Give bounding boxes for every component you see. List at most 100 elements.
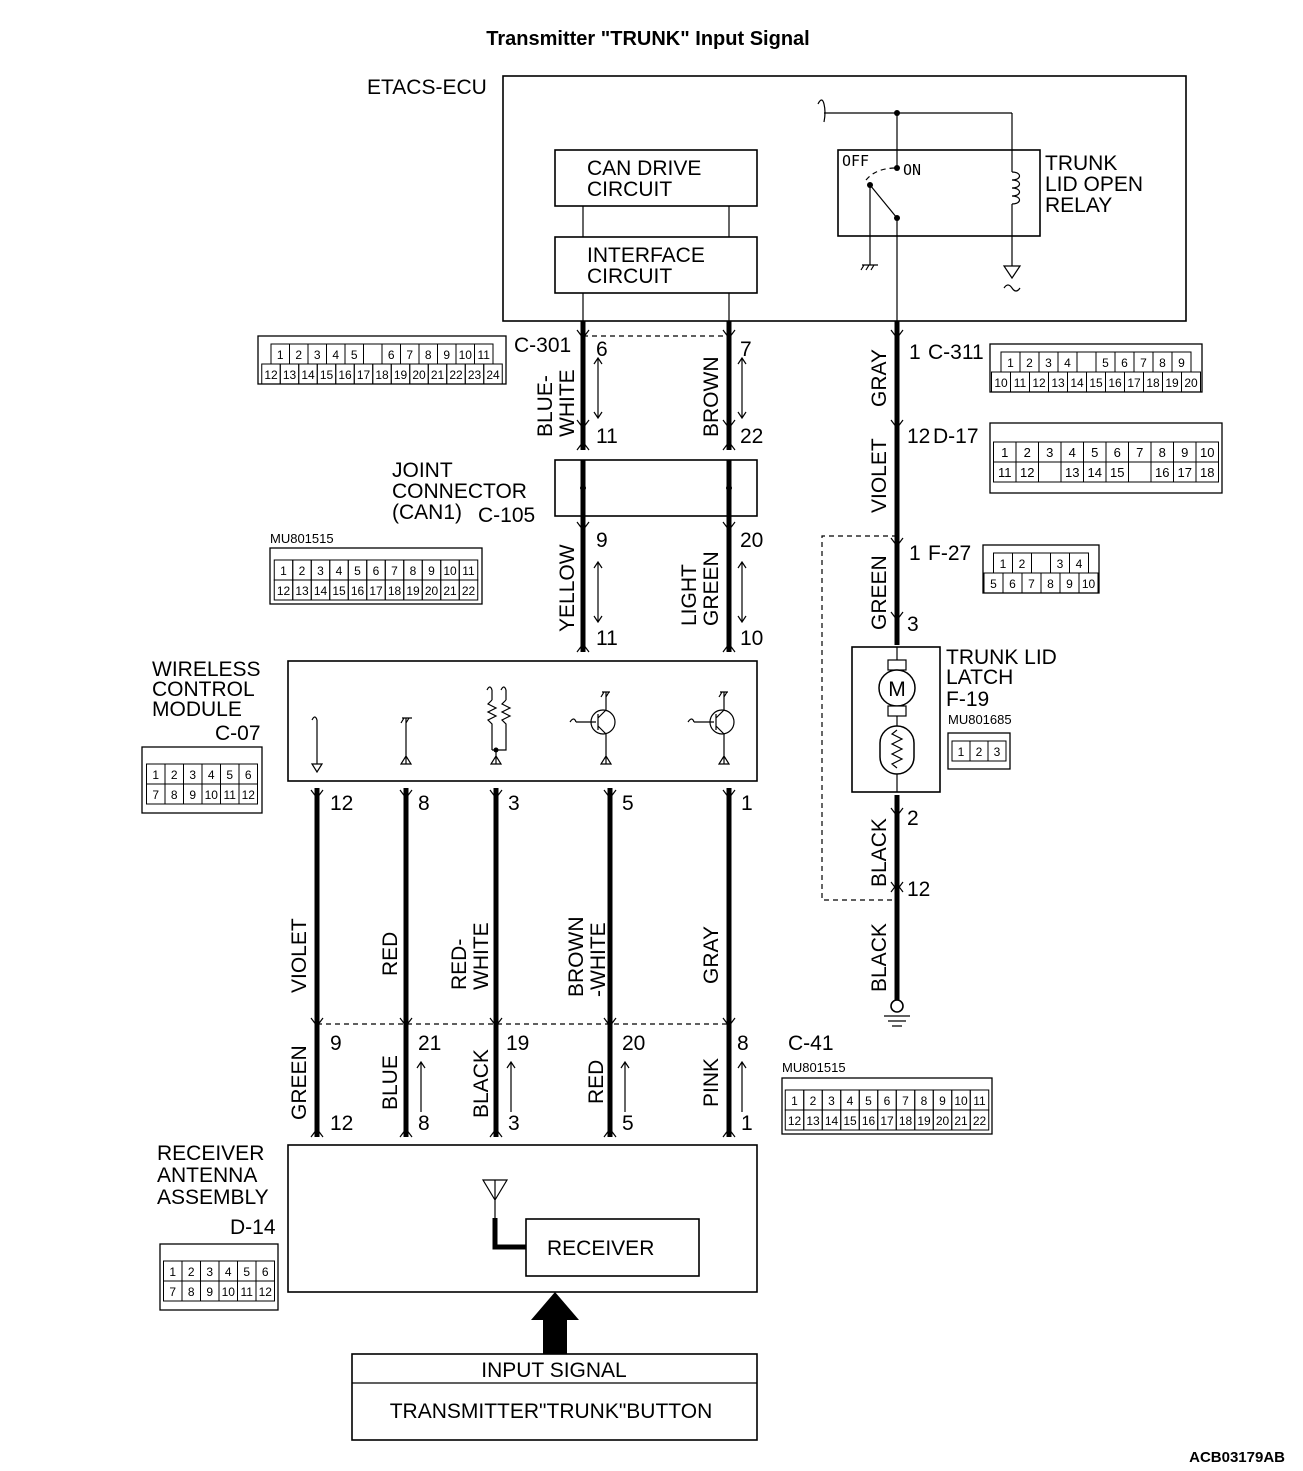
f27-pin-number: 7	[1028, 577, 1035, 591]
wcm-box	[287, 660, 758, 782]
d17-pin-number: 3	[1046, 445, 1053, 460]
wire-black-3: BLACK	[470, 1049, 493, 1118]
c41-pin-number: 13	[806, 1114, 820, 1128]
d17-pin-number: 4	[1069, 445, 1076, 460]
pin-7: 7	[740, 338, 752, 361]
d17-pin-number: 6	[1114, 445, 1121, 460]
wcm-label-3: MODULE	[152, 698, 242, 721]
c105-pin-number: 9	[428, 564, 435, 578]
c311-pin-number: 13	[1051, 376, 1065, 390]
d14-pin-number: 3	[206, 1265, 213, 1279]
pin-22: 22	[740, 425, 763, 448]
d17-pin-number: 10	[1200, 445, 1214, 460]
d17-pin-number: 15	[1110, 465, 1124, 480]
c105-pin-number: 17	[369, 584, 383, 598]
c41-pin-number: 16	[862, 1114, 876, 1128]
f19-pin-number: 1	[958, 745, 965, 759]
battery-symbol	[817, 99, 826, 123]
c41-pin-number: 4	[847, 1094, 854, 1108]
rcv-pin-1: 1	[741, 1112, 753, 1135]
d17-pin-number: 14	[1088, 465, 1102, 480]
c105-pin-number: 5	[354, 564, 361, 578]
c07-pin-number: 10	[205, 788, 219, 802]
d17-pin-number: 1	[1001, 445, 1008, 460]
transmitter-button-label: TRANSMITTER"TRUNK"BUTTON	[390, 1400, 713, 1423]
c07-pin-number: 6	[245, 768, 252, 782]
c105-pin-number: 18	[388, 584, 402, 598]
c311-pin-number: 11	[1014, 376, 1027, 390]
wcm-pin-1: 1	[741, 792, 753, 815]
pin-20-a: 20	[740, 529, 763, 552]
c301-pin-number: 6	[388, 348, 395, 362]
wire-red-1: RED	[379, 932, 402, 976]
d17-pin-number: 7	[1136, 445, 1143, 460]
c311-pin-number: 16	[1108, 376, 1122, 390]
c41-pin-number: 22	[973, 1114, 987, 1128]
c105-connector-face	[269, 547, 483, 605]
c105-pin-number: 7	[391, 564, 398, 578]
d14-pin-number: 1	[169, 1265, 176, 1279]
c311-pin-number: 10	[994, 376, 1008, 390]
f27-pin-number: 4	[1076, 557, 1083, 571]
wcm-internal-symbols	[310, 686, 735, 774]
joint-connector-box	[554, 459, 758, 517]
c311-pin-number: 18	[1146, 376, 1160, 390]
f19-pin-number: 2	[976, 745, 983, 759]
c105-pin-number: 8	[410, 564, 417, 578]
d14-pin-number: 2	[188, 1265, 195, 1279]
c311-pin-number: 5	[1102, 356, 1109, 370]
c41-pin-number: 19	[917, 1114, 931, 1128]
relay-box	[837, 149, 1041, 237]
wire-green-2: GREEN	[288, 1045, 311, 1120]
interface-circuit-box	[554, 236, 758, 294]
body-ground-lines	[884, 1015, 910, 1027]
latch-label-1: TRUNK LID	[946, 646, 1057, 669]
f27-pin-number: 1	[1000, 557, 1007, 571]
pin-9-a: 9	[596, 529, 608, 552]
trunk-latch-dashed	[821, 535, 897, 901]
d17-pin-number: 16	[1155, 465, 1169, 480]
c301-pin-number: 10	[459, 348, 473, 362]
d17-pin-cell	[1195, 461, 1219, 483]
f27-pin-number: 2	[1019, 557, 1026, 571]
wcm-junction-dot	[493, 747, 499, 753]
c105-pin-number: 20	[425, 584, 439, 598]
wire-violet-2: VIOLET	[288, 918, 311, 993]
c311-label: C-311	[928, 341, 984, 364]
c301-pin-number: 12	[264, 368, 278, 382]
c41-pin-number: 20	[936, 1114, 950, 1128]
c301-pin-cell	[483, 363, 503, 385]
d14-pin-number: 10	[222, 1285, 236, 1299]
rcv-pin-8: 8	[418, 1112, 430, 1135]
input-signal-label: INPUT SIGNAL	[481, 1359, 626, 1382]
c105-pin-number: 10	[443, 564, 457, 578]
wire-blue: BLUE	[379, 1055, 402, 1110]
c301-pin-number: 21	[431, 368, 445, 382]
c41-pin-number: 15	[843, 1114, 857, 1128]
rcv-pin-3: 3	[508, 1112, 520, 1135]
c105-pin-number: 2	[299, 564, 306, 578]
receiver-asm-label-2: ANTENNA	[157, 1164, 257, 1187]
receiver-box	[525, 1218, 700, 1277]
c07-pin-number: 3	[189, 768, 196, 782]
motor-terminal-bottom	[887, 705, 907, 717]
rcv-pin-12: 12	[330, 1112, 353, 1135]
c105-pin-number: 1	[280, 564, 287, 578]
wcm-pin-5: 5	[622, 792, 634, 815]
c105-pin-number: 14	[314, 584, 328, 598]
mu801515-label-1: MU801515	[270, 531, 334, 546]
c105-pin-number: 12	[277, 584, 291, 598]
f19-connector-face	[947, 732, 1011, 770]
latch-label-2: LATCH	[946, 666, 1013, 689]
signal-arrows	[416, 1060, 747, 1112]
ptc-thermistor-icon	[879, 725, 915, 775]
c311-pin-number: 20	[1184, 376, 1198, 390]
antenna-lead	[492, 1218, 526, 1250]
relay-coil-icon	[1011, 171, 1021, 205]
c301-pin-number: 14	[301, 368, 315, 382]
c301-pin-number: 13	[283, 368, 297, 382]
c07-pin-number: 8	[171, 788, 178, 802]
receiver-asm-label-3: ASSEMBLY	[157, 1186, 269, 1209]
relay-ground-wave	[1003, 284, 1021, 292]
